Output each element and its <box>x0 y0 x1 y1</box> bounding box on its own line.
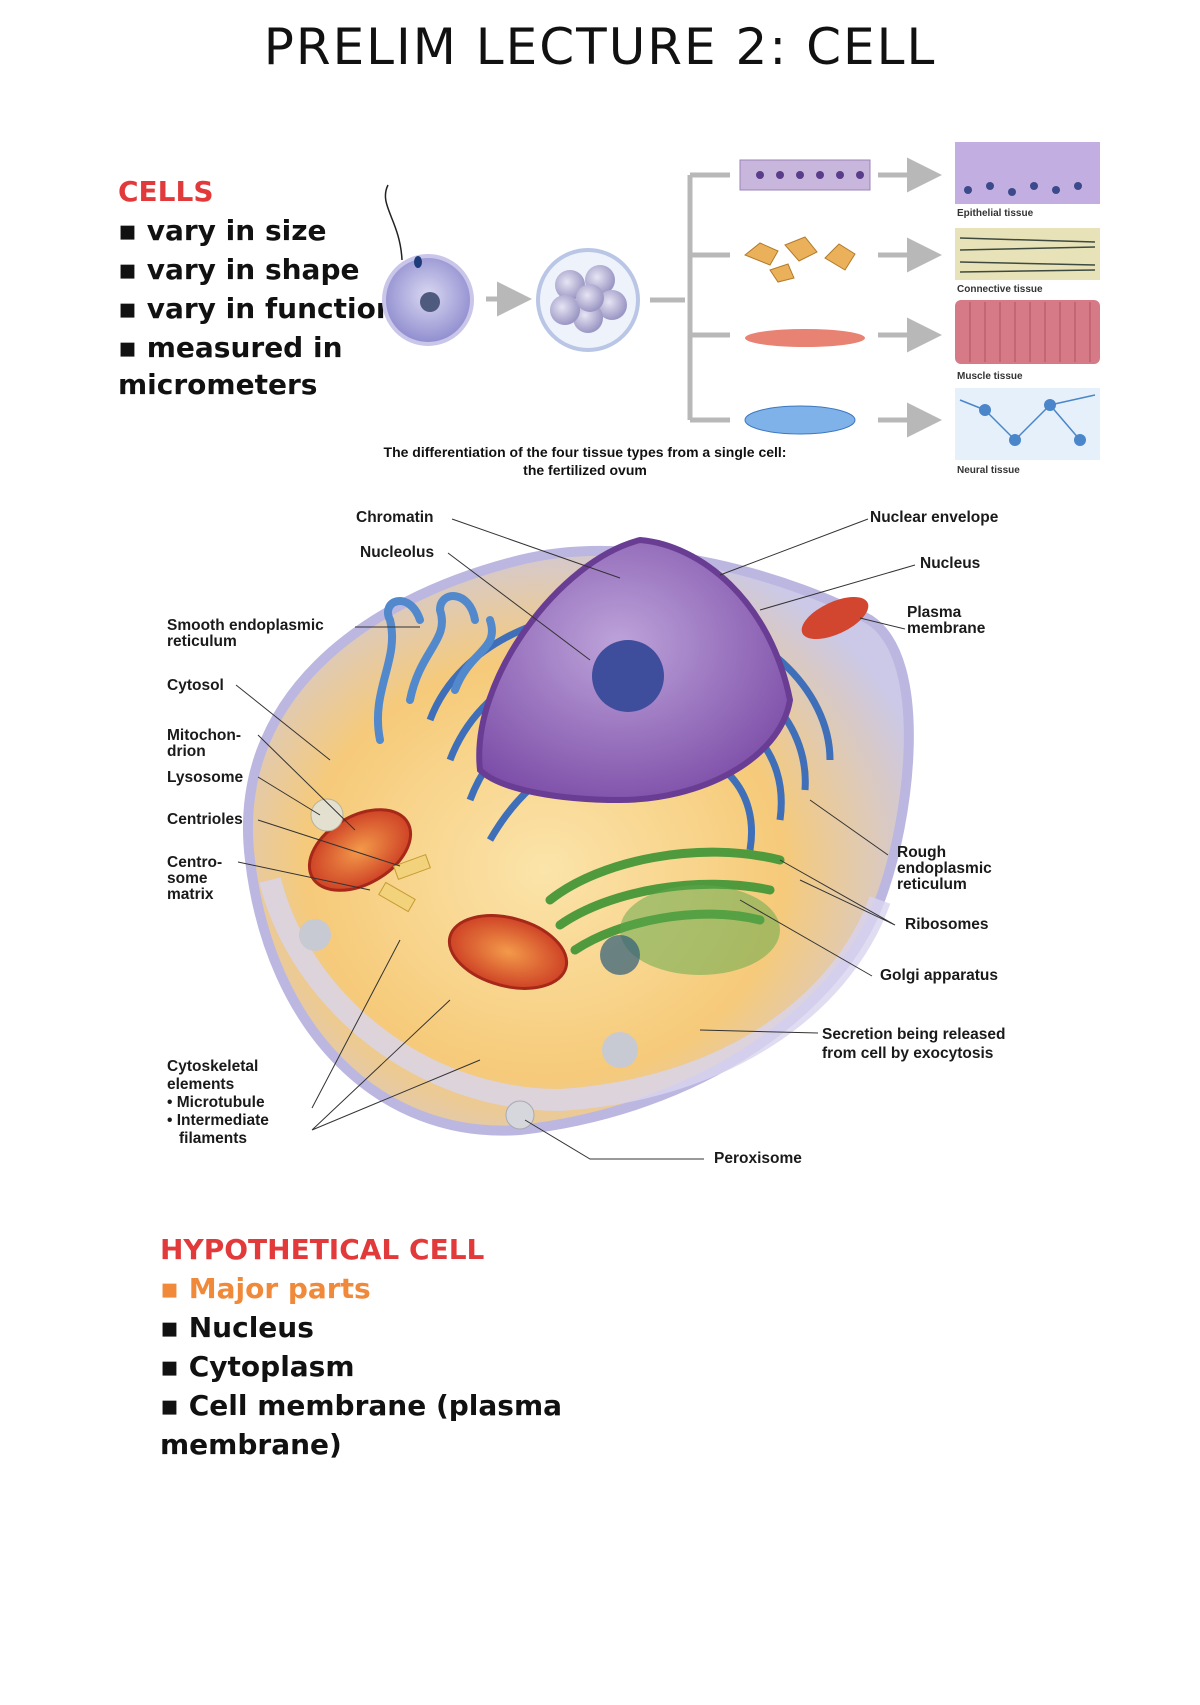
label-rough-er: Rough endoplasmic reticulum <box>897 845 992 893</box>
label-nucleus: Nucleus <box>920 555 981 572</box>
leader-lines <box>235 518 916 1160</box>
vesicle-2 <box>602 1032 638 1068</box>
label-nuclear-envelope: Nuclear envelope <box>870 509 999 526</box>
label-centrioles: Centrioles <box>167 811 243 828</box>
bullet-cell-membrane: ▪ Cell membrane (plasma <box>160 1389 563 1422</box>
caption-line-1: The differentiation of the four tissue t… <box>383 444 787 460</box>
tissue-label-connective: Connective tissue <box>957 284 1043 295</box>
epithelial-tissue-image <box>955 142 1100 204</box>
cells-continuation: micrometers <box>118 368 318 401</box>
connective-cells <box>744 236 856 283</box>
bullet-continuation: membrane) <box>160 1428 342 1461</box>
muscle-cell <box>745 329 865 347</box>
label-mito-line2: drion <box>167 743 206 760</box>
page-title: PRELIM LECTURE 2: CELL <box>263 18 937 76</box>
cell-diagram <box>235 518 916 1160</box>
label-cyto-microtubule: • Microtubule <box>167 1094 265 1111</box>
epithelial-tissue-nuclei <box>964 182 1082 196</box>
morula-cells <box>550 265 627 333</box>
ovum-nucleus <box>420 292 440 312</box>
connective-fibers <box>959 237 1096 273</box>
hypothetical-notes: HYPOTHETICAL CELL ▪ Major parts ▪ Nucleu… <box>160 1230 562 1464</box>
cells-heading: CELLS <box>118 175 214 208</box>
label-secretion: Secretion being released from cell by ex… <box>822 1025 1006 1063</box>
label-cyto-line2: elements <box>167 1076 235 1093</box>
bullet-cytoplasm: ▪ Cytoplasm <box>160 1350 355 1383</box>
label-cyto-line1: Cytoskeletal <box>167 1058 259 1075</box>
hypothetical-heading: HYPOTHETICAL CELL <box>160 1233 485 1266</box>
neural-cells <box>744 405 856 435</box>
label-rough-er-line2: endoplasmic <box>897 860 992 877</box>
label-secretion-line1: Secretion being released <box>822 1026 1006 1043</box>
label-centro-line3: matrix <box>167 886 214 903</box>
plasma-membrane-edge <box>259 877 891 1112</box>
tissue-label-epithelial: Epithelial tissue <box>957 208 1034 219</box>
label-centro-line2: some <box>167 870 208 887</box>
label-smooth-er-line2: reticulum <box>167 633 237 650</box>
tissue-label-muscle: Muscle tissue <box>957 371 1023 382</box>
differentiation-caption: The differentiation of the four tissue t… <box>345 443 825 479</box>
cells-bullet-function: ▪ vary in function <box>118 292 396 325</box>
cells-notes: CELLS ▪ vary in size ▪ vary in shape ▪ v… <box>118 172 396 404</box>
muscle-striations <box>969 302 1091 362</box>
label-cyto-filaments: filaments <box>179 1130 248 1147</box>
label-plasma-line1: Plasma <box>907 604 962 621</box>
major-parts-subheading: ▪ Major parts <box>160 1272 371 1305</box>
sperm-head <box>414 256 422 268</box>
label-plasma-line2: membrane <box>907 620 986 637</box>
mitochondrion-right <box>447 914 569 990</box>
muscle-tissue-image <box>955 300 1100 364</box>
epithelial-nuclei <box>756 171 864 179</box>
nucleolus <box>592 640 664 712</box>
label-chromatin: Chromatin <box>356 509 434 526</box>
label-cyto-intermediate: • Intermediate <box>167 1112 269 1129</box>
plasma-membrane-mito <box>801 596 869 640</box>
label-plasma-membrane: Plasma membrane <box>907 605 985 637</box>
peroxisome <box>505 1100 535 1130</box>
label-golgi: Golgi apparatus <box>880 967 998 984</box>
caption-line-2: the fertilized ovum <box>523 462 647 478</box>
branch-lines <box>650 172 730 423</box>
cells-bullet-shape: ▪ vary in shape <box>118 253 360 286</box>
vesicle-1 <box>299 919 331 951</box>
lysosome <box>310 798 344 832</box>
label-rough-er-line3: reticulum <box>897 876 967 893</box>
sperm-tail <box>384 184 403 261</box>
golgi-body <box>620 885 780 975</box>
label-lysosome: Lysosome <box>167 769 244 786</box>
tissue-arrows <box>878 157 942 438</box>
cells-bullet-size: ▪ vary in size <box>118 214 327 247</box>
label-centro-line1: Centro- <box>167 854 223 871</box>
bullet-nucleus: ▪ Nucleus <box>160 1311 314 1344</box>
label-rough-er-line1: Rough <box>897 844 947 861</box>
smooth-er <box>373 592 496 744</box>
label-cytoskeletal-elements: Cytoskeletal elements • Microtubule • In… <box>167 1058 269 1148</box>
label-smooth-er: Smooth endoplasmic reticulum <box>167 618 324 650</box>
neuron-processes <box>959 394 1096 442</box>
label-centrosome-matrix: Centro- some matrix <box>167 855 222 903</box>
tissue-label-neural: Neural tissue <box>957 465 1020 476</box>
label-ribosomes: Ribosomes <box>905 916 989 933</box>
label-secretion-line2: from cell by exocytosis <box>822 1045 994 1062</box>
label-smooth-er-line1: Smooth endoplasmic <box>167 617 324 634</box>
differentiation-figure <box>382 142 1100 460</box>
label-mito-line1: Mitochon- <box>167 727 242 744</box>
label-peroxisome: Peroxisome <box>714 1150 802 1167</box>
label-mitochondrion: Mitochon- drion <box>167 728 241 760</box>
centrioles <box>378 853 432 913</box>
cells-bullet-measured: ▪ measured in <box>118 331 343 364</box>
label-cytosol: Cytosol <box>167 677 224 694</box>
secretory-vesicle <box>600 935 640 975</box>
label-nucleolus: Nucleolus <box>360 544 435 561</box>
